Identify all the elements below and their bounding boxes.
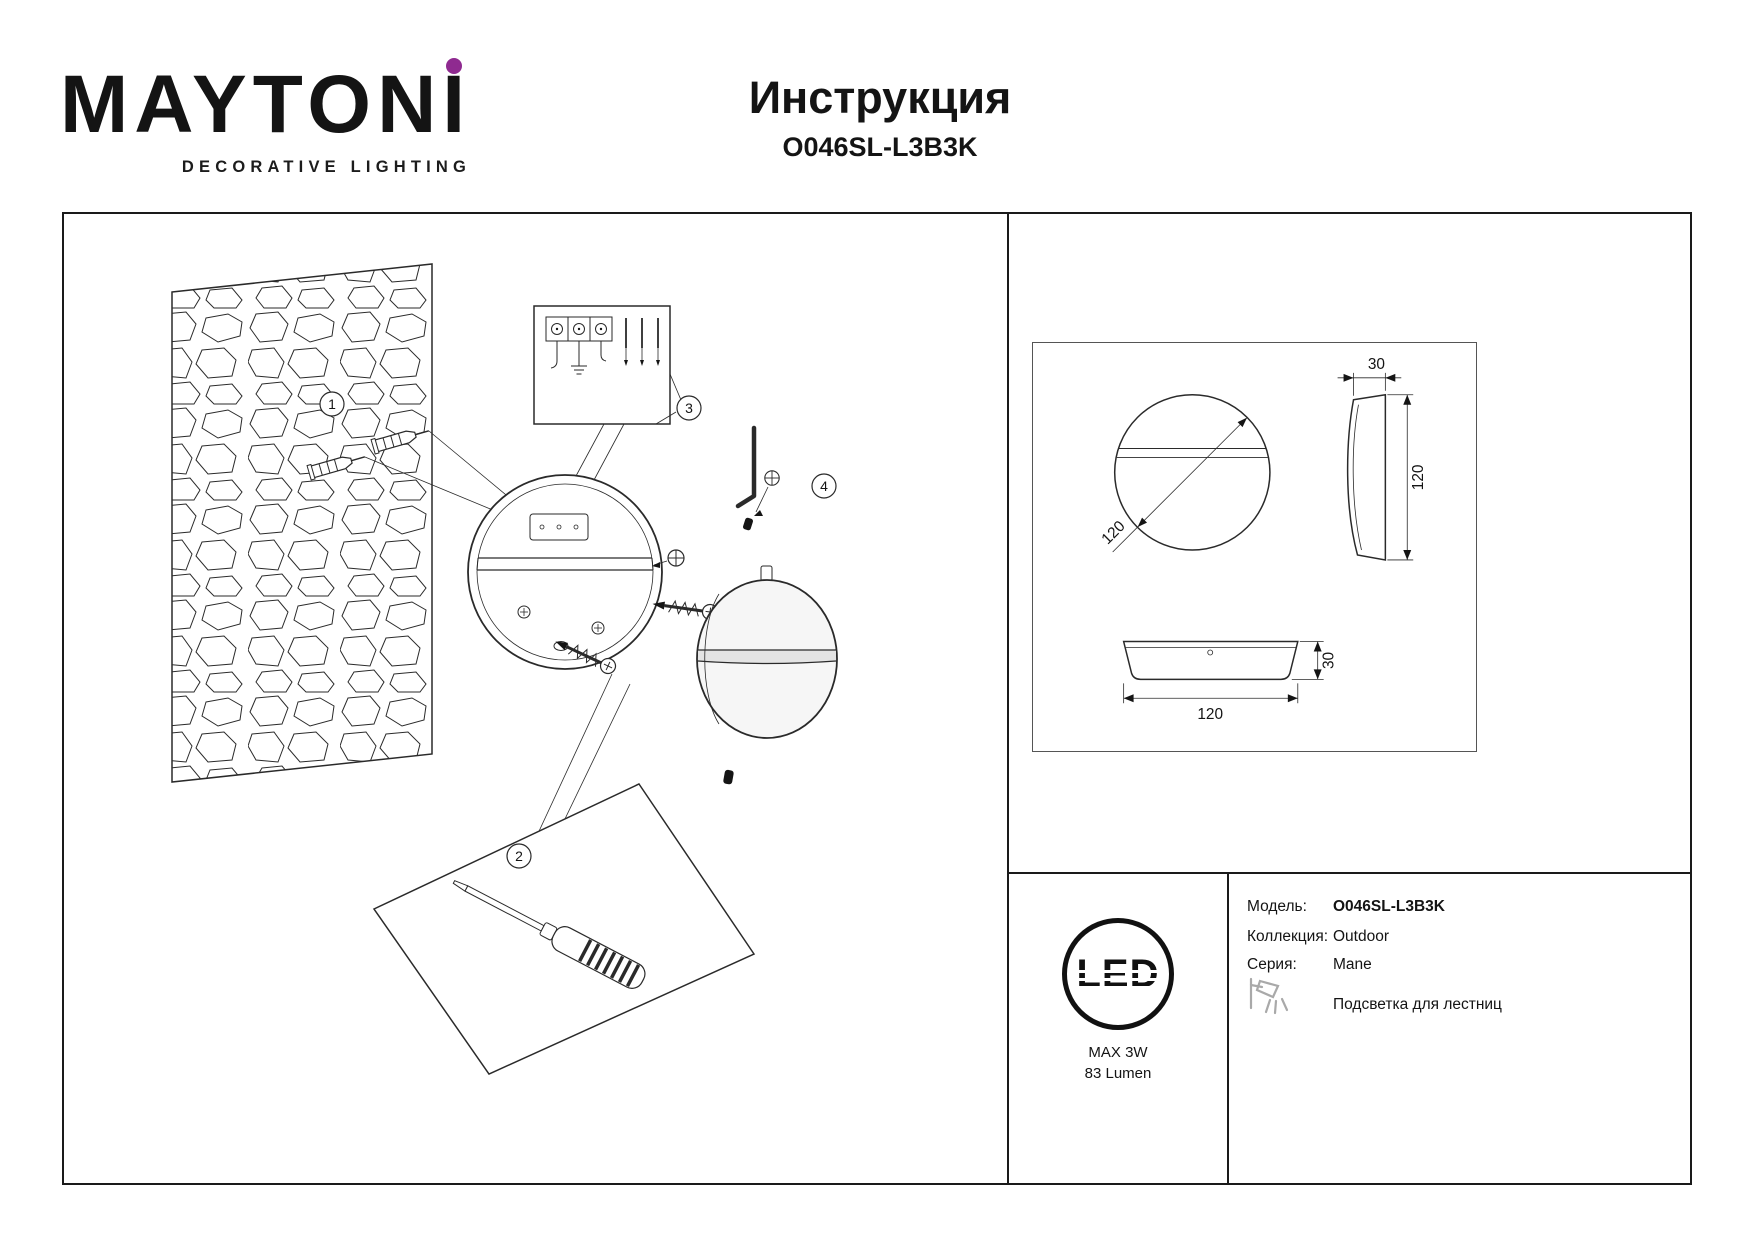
dim-side-depth: 30 — [1368, 356, 1385, 373]
brand-name: MAYTONI — [60, 59, 472, 150]
spec-series-label: Серия: — [1247, 956, 1297, 973]
spec-collection-label: Коллекция: — [1247, 928, 1329, 945]
led-stripe — [1079, 978, 1157, 981]
dim-side-height: 120 — [1410, 464, 1427, 490]
step-label-2: 2 — [515, 848, 523, 864]
page-title: Инструкция — [748, 72, 1012, 123]
led-badge-cell: LED MAX 3W 83 Lumen — [1009, 874, 1229, 1183]
led-stripe — [1079, 986, 1157, 989]
max-power: MAX 3W — [1088, 1044, 1148, 1061]
brand-logo: MAYTONI DECORATIVE LIGHTING — [60, 58, 472, 177]
step-marker-3: 3 — [676, 395, 702, 421]
anchor-leader-lines — [364, 430, 512, 514]
spec-collection-value: Outdoor — [1333, 928, 1390, 945]
spec-series-value: Mane — [1333, 956, 1372, 973]
bottom-view: 120 30 — [1122, 640, 1338, 723]
wiring-detail-box — [533, 305, 671, 425]
step-marker-2: 2 — [506, 843, 532, 869]
dim-front-diameter: 120 — [1098, 518, 1128, 548]
brand-dot-icon — [446, 58, 463, 74]
mounting-plate — [467, 474, 663, 670]
luminous-flux: 83 Lumen — [1084, 1065, 1152, 1082]
step-label-4: 4 — [820, 478, 828, 494]
lamp-body — [696, 565, 838, 785]
spec-series-note: Подсветка для лестниц — [1333, 996, 1502, 1013]
stone-wall — [171, 263, 433, 783]
front-view: 120 — [1098, 394, 1271, 553]
dimensions-panel: 120 30 — [1032, 342, 1477, 752]
spec-model-label: Модель: — [1247, 898, 1307, 915]
wiring-leader-lines — [575, 373, 682, 481]
led-logo: LED — [1062, 918, 1174, 1030]
step-marker-1: 1 — [319, 391, 345, 417]
assembly-panel: 1 — [64, 214, 1009, 1183]
model-number: O046SL-L3B3K — [782, 132, 978, 162]
wall-lamp-icon — [1249, 977, 1289, 1015]
step-marker-4: 4 — [811, 473, 837, 499]
assembly-diagram: 1 — [171, 263, 838, 1075]
right-panel: 120 30 — [1009, 214, 1690, 1183]
dim-bottom-depth: 30 — [1321, 652, 1338, 669]
step-label-3: 3 — [685, 400, 693, 416]
hex-key — [735, 425, 757, 509]
step-label-1: 1 — [328, 396, 336, 412]
spec-divider — [1009, 872, 1690, 874]
screwdriver — [452, 880, 646, 989]
brand-tagline: DECORATIVE LIGHTING — [181, 158, 472, 176]
main-frame: 1 — [62, 212, 1692, 1185]
document-header: Инструкция O046SL-L3B3K — [640, 72, 1120, 163]
crosshead-screw-icon — [652, 549, 685, 568]
spec-panel: Модель: O046SL-L3B3K Коллекция: Outdoor … — [1229, 874, 1690, 1183]
dimension-drawing: 120 30 — [1098, 356, 1427, 723]
side-view: 30 120 — [1337, 356, 1427, 561]
led-stripe — [1079, 970, 1157, 973]
spec-model-value: O046SL-L3B3K — [1333, 898, 1445, 915]
set-screw-icon — [742, 470, 780, 531]
dim-bottom-width: 120 — [1197, 706, 1223, 723]
